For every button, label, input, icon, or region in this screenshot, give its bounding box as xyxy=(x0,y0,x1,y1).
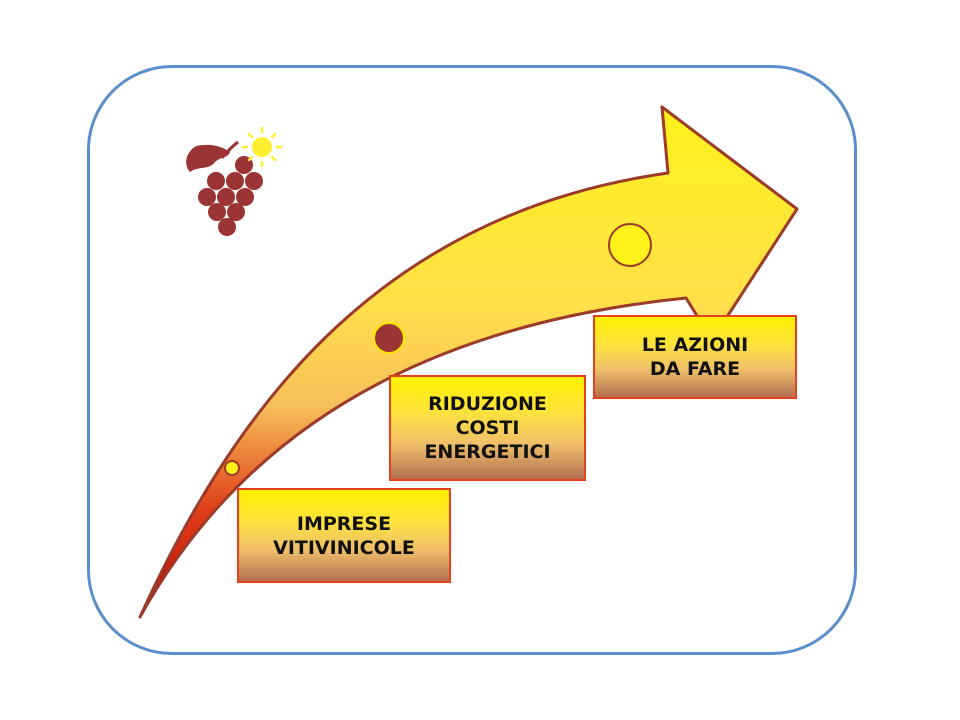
step-box-riduzione: RIDUZIONE COSTI ENERGETICI xyxy=(389,375,586,481)
grape-icon xyxy=(186,140,263,236)
step-label-riduzione: RIDUZIONE COSTI ENERGETICI xyxy=(424,393,551,463)
milestone-dot-medium xyxy=(373,322,405,354)
sun-icon xyxy=(241,126,283,168)
step-label-azioni: LE AZIONI DA FARE xyxy=(641,334,749,380)
milestone-dot-large xyxy=(608,223,652,267)
step-label-imprese: IMPRESE VITIVINICOLE xyxy=(273,512,415,559)
step-box-imprese: IMPRESE VITIVINICOLE xyxy=(237,488,451,583)
step-box-azioni: LE AZIONI DA FARE xyxy=(593,315,797,399)
milestone-dot-small xyxy=(224,460,240,476)
